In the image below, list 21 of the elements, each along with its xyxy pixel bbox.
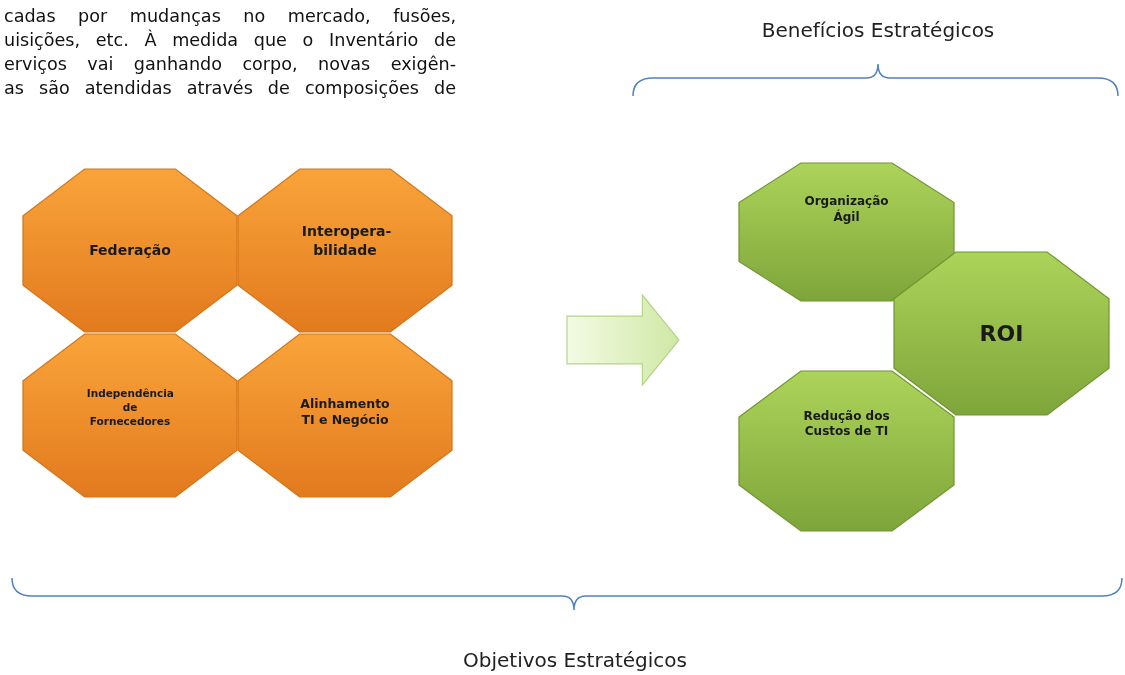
note-text: Benefícios Estratégicos <box>760 18 996 42</box>
node-label: Redução dos Custos de TI <box>803 408 890 441</box>
octagon-box <box>22 168 238 333</box>
octagon-box <box>738 162 955 302</box>
node-label: Interopera- bilidade <box>301 222 389 259</box>
octagon-box <box>237 333 453 498</box>
node-label: Independência de Fornecedores <box>86 387 174 429</box>
octagon-box <box>22 333 238 498</box>
node-label: ROI <box>978 320 1025 349</box>
note-text: erviços vai ganhando corpo, novas exigên- <box>4 53 456 76</box>
node-label: Alinhamento TI e Negócio <box>299 395 391 429</box>
octagon-box <box>237 168 453 333</box>
node-label: Federação <box>88 240 172 259</box>
note-text: as são atendidas através de composições de <box>4 77 456 100</box>
note-text: Objetivos Estratégicos <box>462 648 688 672</box>
node-label: Organização Ágil <box>803 194 890 226</box>
octagon-box <box>738 370 955 532</box>
octagon-box <box>893 251 1110 416</box>
block-arrow <box>566 294 680 386</box>
text-line: cadas por mudanças no mercado, fusões, <box>4 5 456 28</box>
note-text: uisições, etc. À medida que o Inventário de <box>4 28 456 52</box>
